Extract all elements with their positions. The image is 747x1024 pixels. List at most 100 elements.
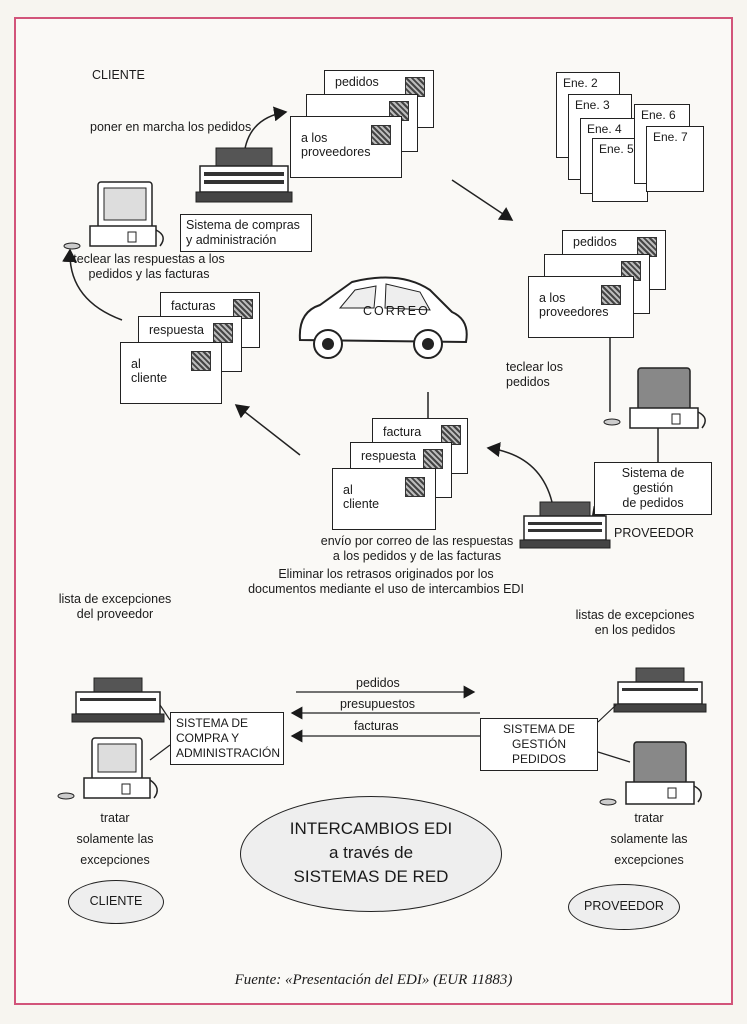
doc-label: cliente — [343, 497, 380, 511]
label-line: del proveedor — [76, 607, 154, 621]
teclear-respuestas-label: teclear las respuestas a los pedidos y l… — [56, 252, 242, 282]
arrow-proveedor-to-middle — [486, 442, 553, 503]
arrow-middle-to-docs — [234, 404, 301, 456]
ene-label: Ene. 6 — [641, 108, 676, 122]
cliente-ellipse: CLIENTE — [68, 880, 164, 924]
label-line: teclear las respuestas a los — [73, 252, 225, 266]
printer-icon — [71, 677, 165, 723]
label-line: pedidos y las facturas — [88, 267, 210, 281]
doc-label: cliente — [131, 371, 168, 385]
box-line: Sistema de gestión — [621, 466, 685, 495]
stamp-icon — [191, 351, 211, 371]
label-line: solamente las — [76, 832, 154, 846]
box-line: y administración — [186, 233, 277, 247]
ene-label: Ene. 3 — [575, 98, 610, 112]
line-printer-to-sistema — [159, 704, 171, 721]
stamp-icon — [233, 299, 253, 319]
doc-label: pedidos — [335, 75, 379, 89]
line-gestion-to-computer — [597, 751, 631, 763]
printer-icon — [613, 667, 707, 713]
box-line: GESTIÓN PEDIDOS — [511, 737, 566, 766]
proveedor-ellipse: PROVEEDOR — [568, 884, 680, 930]
sistema-gestion-pedidos-box: SISTEMA DE GESTIÓN PEDIDOS — [480, 718, 598, 771]
label-line: en los pedidos — [594, 623, 676, 637]
doc-label: proveedores — [539, 305, 609, 319]
box-line: SISTEMA DE — [502, 722, 576, 736]
label-line: a los pedidos y de las facturas — [332, 549, 502, 563]
teclear-pedidos-label: teclear los pedidos — [506, 360, 563, 390]
doc-label: pedidos — [573, 235, 617, 249]
envio-correo-label: envío por correo de las respuestas a los… — [312, 534, 522, 564]
doc-label: proveedores — [301, 145, 371, 159]
stamp-icon — [371, 125, 391, 145]
arrow-orders-to-supplier — [451, 179, 514, 221]
box-line: COMPRA Y — [176, 731, 240, 745]
source-caption: Fuente: «Presentación del EDI» (EUR 1188… — [234, 972, 513, 988]
ene-sheet: Ene. 7 — [646, 126, 704, 192]
stamp-icon — [213, 323, 233, 343]
tratar-right-label: tratar solamente las excepciones — [594, 808, 704, 871]
sistema-gestion-box: Sistema de gestión de pedidos — [594, 462, 712, 515]
line-computer-to-sistema — [149, 744, 171, 761]
mail-car-icon — [298, 276, 468, 359]
ellipse-line: a través de — [328, 843, 414, 862]
label-line: listas de excepciones — [575, 608, 695, 622]
doc-label: al — [131, 357, 141, 371]
intercambios-edi-ellipse: INTERCAMBIOS EDI a través de SISTEMAS DE… — [240, 796, 502, 912]
label-line: envío por correo de las respuestas — [320, 534, 514, 548]
ene-label: Ene. 4 — [587, 122, 622, 136]
label-line: teclear los — [506, 360, 563, 374]
doc-label: facturas — [171, 299, 216, 313]
label-line: excepciones — [80, 853, 150, 867]
stamp-icon — [405, 477, 425, 497]
sistema-compra-box: SISTEMA DE COMPRA Y ADMINISTRACIÓN — [170, 712, 284, 765]
label-line: Eliminar los retrasos originados por los — [278, 567, 494, 581]
poner-en-marcha-label: poner en marcha los pedidos — [90, 120, 252, 134]
box-line: de pedidos — [622, 496, 684, 510]
label-line: tratar — [634, 811, 664, 825]
doc-label: a los — [301, 131, 328, 145]
doc-label: respuesta — [361, 449, 416, 463]
ene-label: Ene. 7 — [653, 130, 688, 144]
listas-pedidos-label: listas de excepciones en los pedidos — [570, 608, 700, 638]
label-line: solamente las — [610, 832, 688, 846]
arrow-docs-to-client — [62, 248, 123, 321]
box-line: SISTEMA DE — [176, 716, 249, 730]
sistema-compras-box: Sistema de compras y administración — [180, 214, 312, 252]
document-a-los-proveedores: a los proveedores — [290, 116, 402, 178]
label-line: documentos mediante el uso de intercambi… — [248, 582, 524, 596]
computer-icon — [63, 181, 164, 250]
correo-label: CORREO — [363, 304, 430, 318]
computer-icon — [599, 741, 702, 806]
line-gestion-to-printer — [597, 704, 617, 723]
doc-label: a los — [539, 291, 566, 305]
document-a-los-proveedores: a los proveedores — [528, 276, 634, 338]
doc-label: factura — [383, 425, 422, 439]
tratar-left-label: tratar solamente las excepciones — [60, 808, 170, 871]
label-line: excepciones — [614, 853, 684, 867]
ene-label: Ene. 5 — [599, 142, 634, 156]
label-line: lista de excepciones — [58, 592, 172, 606]
ellipse-line: INTERCAMBIOS EDI — [289, 819, 453, 838]
lista-proveedor-label: lista de excepciones del proveedor — [50, 592, 180, 622]
flow-pedidos-label: pedidos — [356, 676, 400, 690]
label-line: pedidos — [506, 375, 550, 389]
doc-label: respuesta — [149, 323, 204, 337]
box-line: ADMINISTRACIÓN — [176, 746, 281, 760]
printer-icon — [195, 147, 293, 203]
stamp-icon — [423, 449, 443, 469]
flow-presupuestos-label: presupuestos — [340, 697, 416, 711]
ellipse-line: SISTEMAS DE RED — [293, 867, 449, 886]
document-al-cliente: al cliente — [332, 468, 436, 530]
label-line: tratar — [100, 811, 130, 825]
proveedor-label: PROVEEDOR — [614, 526, 694, 540]
flow-facturas-label: facturas — [354, 719, 399, 733]
document-al-cliente: al cliente — [120, 342, 222, 404]
computer-icon — [57, 737, 158, 800]
printer-icon — [519, 501, 611, 549]
box-line: Sistema de compras — [186, 218, 300, 232]
eliminar-label: Eliminar los retrasos originados por los… — [236, 567, 536, 597]
cliente-label: CLIENTE — [92, 68, 145, 82]
doc-label: al — [343, 483, 353, 497]
